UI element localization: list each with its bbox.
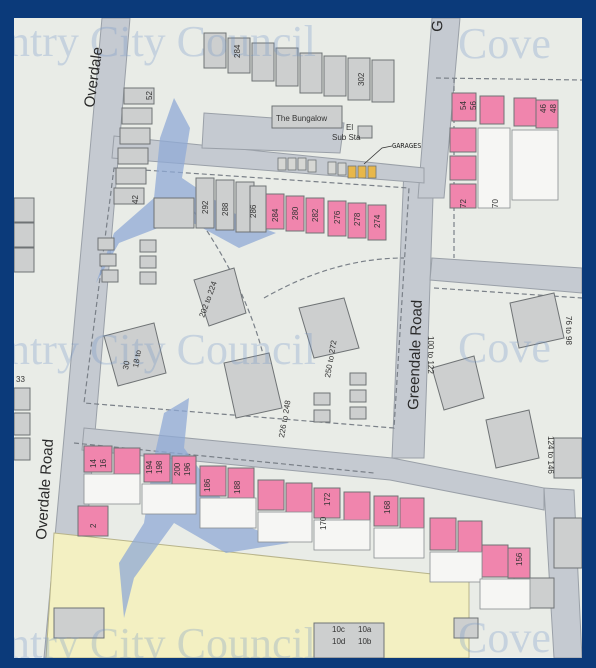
svg-text:200: 200 (173, 462, 182, 476)
svg-text:198: 198 (155, 460, 164, 474)
svg-text:276: 276 (333, 210, 342, 224)
svg-text:46: 46 (539, 104, 548, 113)
road-label-top-right: G (429, 20, 446, 32)
svg-text:2: 2 (89, 523, 98, 528)
svg-text:288: 288 (221, 202, 230, 216)
svg-text:10a: 10a (358, 625, 372, 634)
label-el: El (346, 123, 353, 132)
svg-text:284: 284 (233, 44, 242, 58)
svg-text:170: 170 (319, 516, 328, 530)
svg-text:156: 156 (515, 552, 524, 566)
svg-text:30: 30 (121, 359, 132, 370)
label-bungalow: The Bungalow (276, 114, 327, 123)
svg-text:278: 278 (353, 212, 362, 226)
svg-text:10d: 10d (332, 637, 345, 646)
watermark-6: Cove (458, 613, 551, 658)
buildings (14, 32, 582, 658)
svg-text:284: 284 (271, 208, 280, 222)
gardens (83, 127, 559, 610)
site-plan-map[interactable]: ntry City Council Cove ntry City Council… (14, 18, 582, 658)
svg-text:48: 48 (549, 104, 558, 113)
garages (347, 165, 377, 179)
svg-text:76 to 98: 76 to 98 (564, 316, 573, 345)
svg-text:124 to 146: 124 to 146 (546, 436, 555, 474)
svg-text:18 to: 18 to (131, 349, 143, 369)
svg-text:194: 194 (145, 460, 154, 474)
watermark-2: Cove (458, 19, 551, 68)
east-road (429, 257, 582, 294)
svg-text:186: 186 (203, 478, 212, 492)
roads (43, 18, 582, 658)
svg-text:70: 70 (491, 199, 500, 208)
watermark-5: ntry City Council (14, 619, 316, 658)
svg-text:280: 280 (291, 206, 300, 220)
svg-text:33: 33 (16, 375, 25, 384)
svg-text:286: 286 (249, 204, 258, 218)
svg-text:188: 188 (233, 480, 242, 494)
svg-text:42: 42 (131, 195, 140, 204)
svg-text:172: 172 (323, 492, 332, 506)
watermark-3: ntry City Council (14, 325, 316, 374)
map-drawing: ntry City Council Cove ntry City Council… (14, 18, 582, 658)
svg-text:10c: 10c (332, 625, 345, 634)
watermark-1: ntry City Council (14, 18, 316, 66)
svg-text:168: 168 (383, 500, 392, 514)
overdale-road (43, 18, 131, 658)
svg-text:196: 196 (183, 462, 192, 476)
svg-text:292: 292 (201, 200, 210, 214)
top-right-road (417, 18, 461, 199)
svg-text:54: 54 (459, 101, 468, 110)
watermark-4: Cove (458, 323, 551, 372)
svg-text:274: 274 (373, 214, 382, 228)
svg-text:302: 302 (357, 72, 366, 86)
svg-text:10b: 10b (358, 637, 372, 646)
road-label-greendale: Greendale Road (405, 300, 426, 411)
svg-text:52: 52 (145, 91, 154, 100)
svg-text:14: 14 (89, 459, 98, 468)
svg-text:16: 16 (99, 459, 108, 468)
svg-text:72: 72 (459, 199, 468, 208)
svg-text:282: 282 (311, 208, 320, 222)
house-numbers: 284 302 52 42 292 288 286 284 280 282 27… (16, 44, 573, 646)
svg-text:100 to 122: 100 to 122 (426, 336, 435, 374)
label-garages: GARAGES (392, 142, 422, 150)
svg-text:56: 56 (469, 101, 478, 110)
highlighted-properties (77, 92, 559, 579)
road-label-overdale-bottom: Overdale Road (33, 438, 57, 540)
label-sub-sta: Sub Sta (332, 133, 361, 142)
lower-road (81, 427, 545, 511)
